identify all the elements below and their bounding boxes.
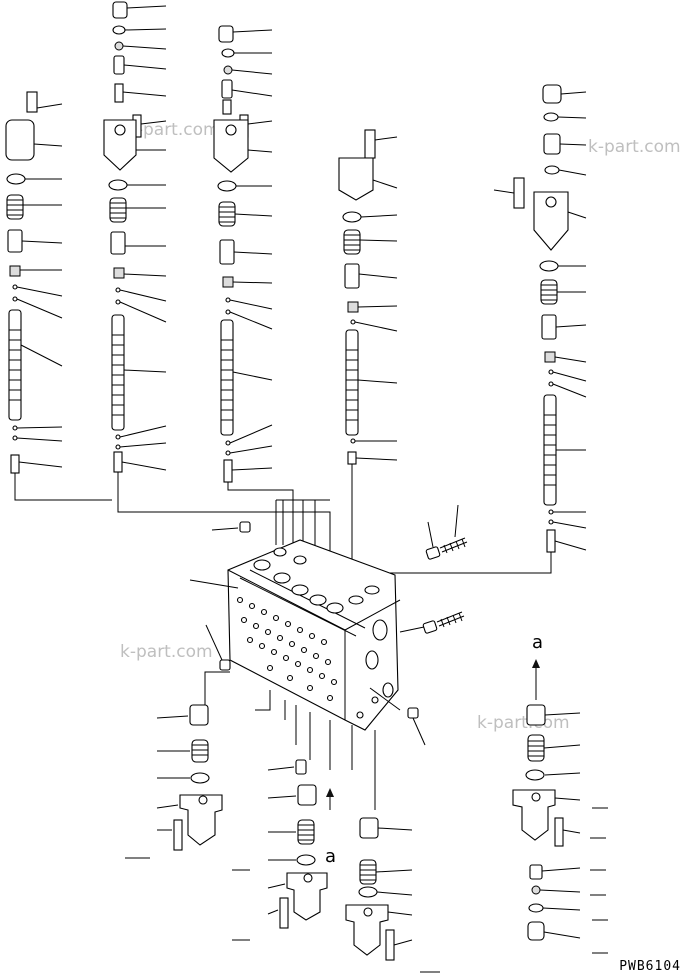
control-valve-body (227, 539, 401, 731)
bottom-stack-right: a (512, 632, 608, 954)
small-plug-right (407, 707, 419, 719)
o-ring-1 (6, 173, 26, 185)
bottom-stack-left (125, 704, 223, 859)
relief-valve-upper (425, 504, 468, 560)
cover-2 (103, 119, 137, 171)
bolt-1 (26, 91, 38, 113)
arrow-label-right: a (532, 632, 543, 653)
bottom-stack-middle (232, 759, 328, 941)
small-plug-left (219, 659, 231, 671)
plug-2 (113, 451, 123, 473)
spring-1 (6, 194, 24, 220)
spool-1 (8, 309, 22, 421)
watermark-3: k-part.com (120, 642, 213, 662)
spool-stack-1 (5, 91, 112, 501)
cap-5 (542, 84, 562, 104)
plug-1 (10, 454, 20, 474)
plug-4 (347, 451, 357, 465)
bottom-stack-center (345, 817, 440, 973)
cap-3 (218, 25, 234, 43)
small-plug-top (239, 521, 251, 533)
cover-3 (213, 119, 249, 173)
retainer-1 (7, 229, 23, 253)
bolt-5 (513, 177, 525, 209)
spool-2 (111, 314, 125, 431)
spool-stack-4 (338, 129, 398, 575)
spool-stack-3 (213, 25, 294, 545)
arrow-label-middle: a (325, 846, 336, 867)
spool-stack-5 (379, 84, 587, 600)
cover-4 (338, 157, 374, 201)
cap-1 (5, 119, 35, 161)
watermark-4: k-part.com (477, 713, 570, 733)
plug-5 (546, 529, 556, 553)
watermark-1: k-part.com (127, 120, 220, 140)
spool-stack-2 (103, 1, 331, 575)
plug-3 (223, 459, 233, 483)
spool-5 (543, 394, 557, 506)
spool-4 (345, 329, 359, 436)
bolt-4 (364, 129, 376, 159)
relief-valve-lower (399, 611, 465, 634)
watermark-2: k-part.com (588, 137, 681, 157)
spool-3 (220, 319, 234, 436)
stopper-1 (9, 265, 21, 277)
cap-2 (112, 1, 128, 19)
drawing-code: PWB6104 (619, 959, 681, 974)
cover-5 (533, 191, 569, 251)
